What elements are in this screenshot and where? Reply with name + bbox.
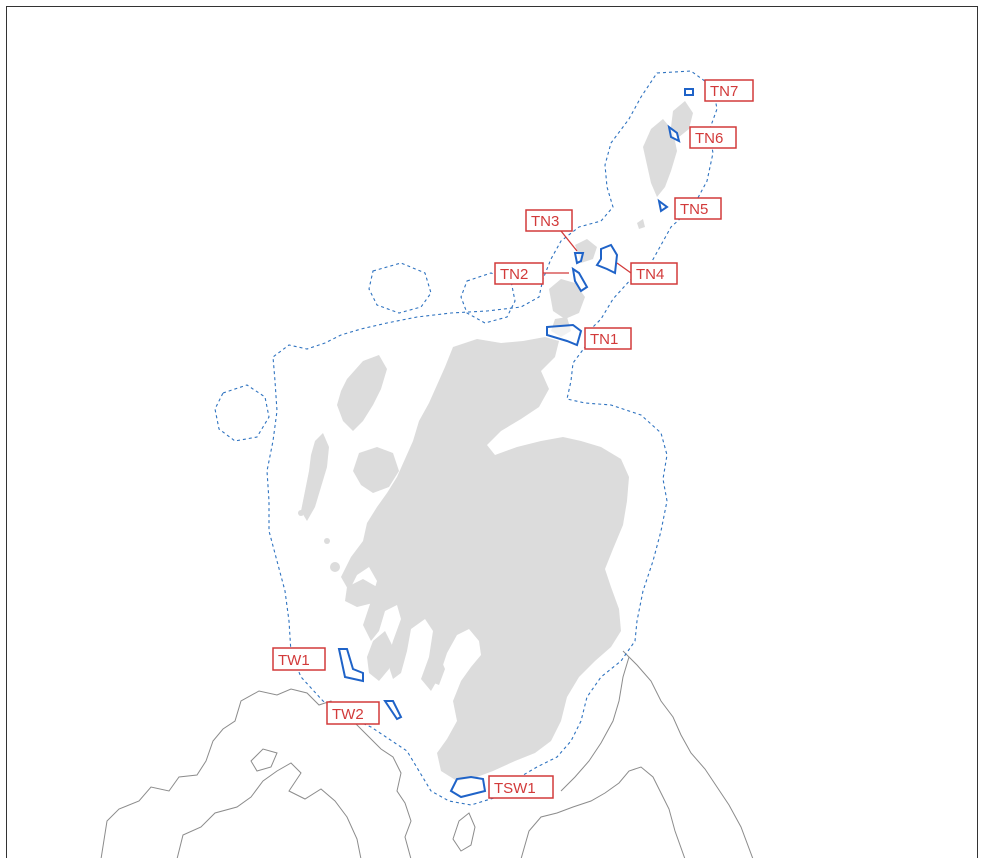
label-tn4[interactable]: TN4 [630, 262, 678, 285]
zone-tn6[interactable] [667, 124, 681, 143]
ireland-lough [250, 748, 278, 772]
sule-skerry-boundary [368, 262, 432, 314]
islet [330, 562, 340, 572]
zone-tn5[interactable] [657, 198, 669, 213]
leader-tn4 [616, 262, 632, 274]
label-text: TSW1 [494, 780, 536, 797]
label-tsw1[interactable]: TSW1 [488, 775, 554, 799]
label-text: TW2 [332, 706, 364, 723]
zone-tw1[interactable] [337, 648, 364, 683]
zone-tw2[interactable] [383, 700, 403, 721]
islay-jura [367, 631, 393, 681]
zone-tn4[interactable] [595, 243, 619, 275]
zone-labels: TN7 TN6 TN5 TN3 TN2 TN4 TN1 TW1 [272, 79, 754, 799]
zone-tn3[interactable] [573, 252, 585, 265]
islet [298, 510, 304, 516]
zone-tn7[interactable] [684, 88, 694, 96]
label-text: TN6 [695, 130, 723, 147]
yell-unst [671, 101, 693, 137]
label-tw2[interactable]: TW2 [326, 701, 380, 725]
plan-option-zones [337, 88, 694, 799]
ireland-coastline [100, 688, 412, 858]
zone-tn2[interactable] [571, 266, 589, 293]
zone-tsw1[interactable] [449, 775, 487, 799]
fair-isle [637, 219, 645, 229]
england-border [560, 656, 630, 792]
shetland-mainland [643, 119, 677, 197]
isle-of-man [452, 812, 476, 852]
label-text: TN3 [531, 213, 559, 230]
uists [301, 433, 329, 521]
orkney-mainland [549, 279, 585, 319]
label-tn5[interactable]: TN5 [674, 197, 722, 220]
map-frame: TN7 TN6 TN5 TN3 TN2 TN4 TN1 TW1 [6, 6, 978, 858]
skye [353, 447, 399, 493]
label-text: TN4 [636, 266, 664, 283]
shetland-islands [637, 101, 693, 229]
england-coastline-west [520, 766, 686, 858]
lewis-harris [337, 355, 387, 431]
label-tn7[interactable]: TN7 [704, 79, 754, 102]
label-tn2[interactable]: TN2 [494, 262, 544, 285]
orkney-islands [549, 239, 597, 337]
label-text: TN2 [500, 266, 528, 283]
label-tw1[interactable]: TW1 [272, 647, 326, 671]
label-tn6[interactable]: TN6 [689, 126, 737, 149]
label-tn1[interactable]: TN1 [584, 327, 632, 350]
arran [429, 655, 445, 685]
label-text: TN1 [590, 331, 618, 348]
label-tn3[interactable]: TN3 [525, 209, 573, 232]
zone-tn1[interactable] [546, 323, 583, 347]
leader-lines [543, 230, 632, 274]
mull [345, 579, 377, 607]
scotland-landmass [298, 337, 629, 781]
mainland-scotland [341, 337, 629, 781]
st-kilda-boundary [214, 384, 270, 442]
label-text: TN7 [710, 83, 738, 100]
neighbour-coastlines [100, 650, 754, 858]
label-text: TW1 [278, 652, 310, 669]
england-coastline-east [622, 650, 754, 858]
label-text: TN5 [680, 201, 708, 218]
islet [324, 538, 330, 544]
map-canvas[interactable]: TN7 TN6 TN5 TN3 TN2 TN4 TN1 TW1 [7, 7, 978, 858]
ireland-inner-coast [176, 762, 362, 858]
leader-tn3 [560, 230, 578, 252]
